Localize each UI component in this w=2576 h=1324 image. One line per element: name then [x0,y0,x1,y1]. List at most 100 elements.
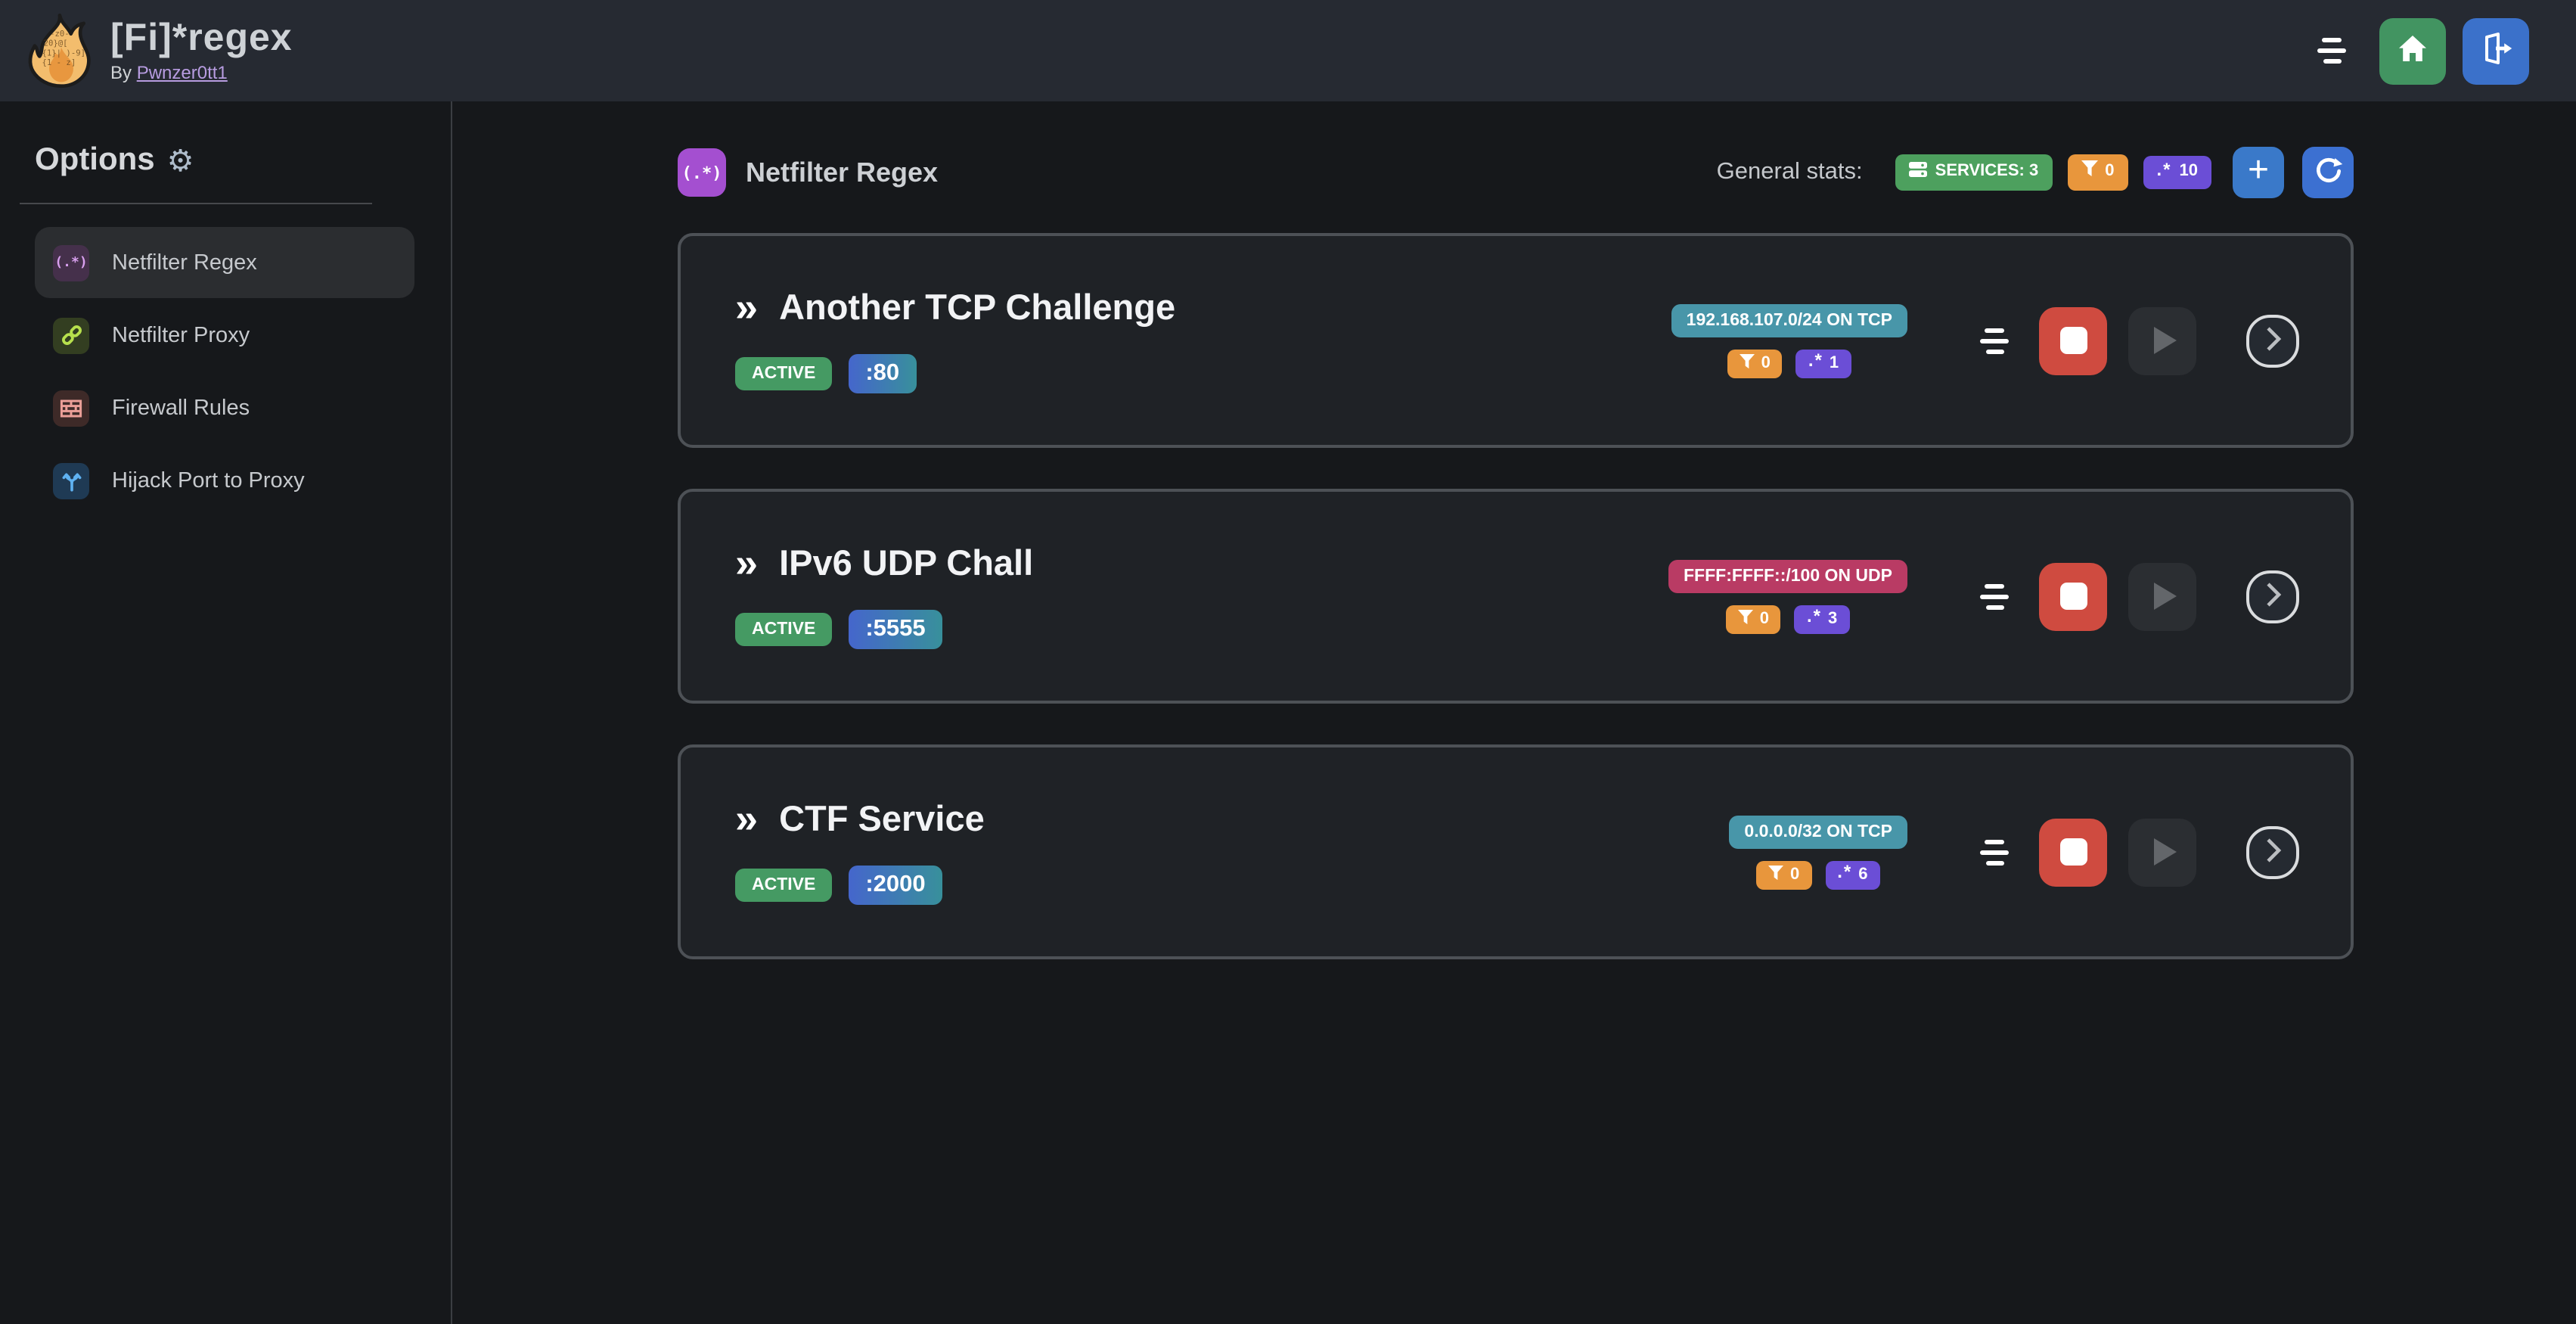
play-icon [2154,583,2177,610]
regex-dot-star-icon: .* [1837,861,1853,883]
chevron-right-icon [2264,836,2282,868]
svg-text:{1}| )-9]: {1}| )-9] [42,48,86,57]
status-badge: ACTIVE [735,613,833,646]
regex-dot-star-icon: .* [2156,159,2172,181]
sidebar-item-label: Hijack Port to Proxy [112,468,305,493]
section-title: Netfilter Regex [746,157,939,187]
refresh-button[interactable] [2302,147,2354,198]
service-card-list: » Another TCP Challenge ACTIVE :80 192.1… [678,233,2354,959]
service-card: » Another TCP Challenge ACTIVE :80 192.1… [678,233,2354,448]
home-button[interactable] [2379,17,2446,84]
filters-count-badge: 0 [2067,154,2128,191]
card-menu-lines-icon[interactable] [1980,583,2009,609]
svg-text:-z0-: -z0- [50,29,70,39]
stop-icon [2059,583,2087,610]
regex-count-badge: .* 3 [1794,605,1850,633]
port-badge: :5555 [849,610,942,649]
stop-service-button[interactable] [2039,306,2107,375]
menu-lines-icon[interactable] [2317,38,2346,64]
filters-count-badge: 0 [1756,860,1812,889]
play-icon [2154,327,2177,354]
author-link[interactable]: Pwnzer0tt1 [136,62,228,84]
split-arrows-icon [53,462,89,499]
sidebar: Options ⚙ (.*) Netfilter Regex [0,101,452,1324]
gear-icon: ⚙ [166,142,194,179]
stats-label: General stats: [1716,159,1863,185]
byline-prefix: By [110,62,132,84]
open-service-button[interactable] [2246,314,2299,367]
service-name: IPv6 UDP Chall [779,543,1034,583]
main-header: (.*) Netfilter Regex General stats: [678,147,2354,198]
sidebar-item-hijack-port[interactable]: Hijack Port to Proxy [35,445,414,516]
double-chevron-icon: » [735,284,759,330]
home-icon [2394,30,2431,71]
proxy-link-icon [53,317,89,353]
regex-count-badge: .* 10 [2143,156,2211,189]
general-stats: General stats: SERVICES: 3 [1717,147,2354,198]
filter-funnel-icon [1768,865,1784,884]
cidr-badge: FFFF:FFFF::/100 ON UDP [1668,559,1907,592]
start-service-button-disabled[interactable] [2128,562,2196,630]
card-menu-lines-icon[interactable] [1980,839,2009,865]
svg-text:20}@[: 20}@[ [44,39,68,48]
service-name: Another TCP Challenge [779,287,1176,327]
services-count-badge: SERVICES: 3 [1895,154,2053,191]
port-badge: :80 [849,354,917,393]
topbar-actions [2317,17,2576,84]
sidebar-heading: Options ⚙ [35,142,414,179]
chevron-right-icon [2264,325,2282,356]
sidebar-heading-label: Options [35,142,155,177]
regex-count-badge: .* 1 [1795,349,1851,378]
filters-count-badge: 0 [1726,605,1781,633]
stop-service-button[interactable] [2039,818,2107,886]
service-name: CTF Service [779,799,985,838]
filter-funnel-icon [2081,160,2098,184]
card-menu-lines-icon[interactable] [1980,328,2009,353]
refresh-icon [2314,156,2342,189]
sidebar-menu: (.*) Netfilter Regex Netfilter Proxy [35,227,414,516]
regex-dot-star-icon: .* [1806,605,1822,627]
double-chevron-icon: » [735,540,759,586]
open-service-button[interactable] [2246,570,2299,623]
byline: By Pwnzer0tt1 [110,63,293,84]
sidebar-item-label: Netfilter Regex [112,250,257,275]
sidebar-item-netfilter-proxy[interactable]: Netfilter Proxy [35,300,414,371]
double-chevron-icon: » [735,796,759,841]
regex-count-badge: .* 6 [1825,860,1880,889]
sidebar-item-netfilter-regex[interactable]: (.*) Netfilter Regex [35,227,414,298]
sidebar-item-label: Firewall Rules [112,396,250,420]
start-service-button-disabled[interactable] [2128,818,2196,886]
stop-icon [2059,327,2087,354]
sidebar-item-label: Netfilter Proxy [112,323,250,347]
filter-funnel-icon [1740,353,1755,373]
cidr-badge: 0.0.0.0/32 ON TCP [1729,815,1907,848]
service-card: » CTF Service ACTIVE :2000 0.0.0.0/32 ON… [678,744,2354,959]
chevron-right-icon [2264,580,2282,612]
server-icon [1909,160,1928,185]
stop-service-button[interactable] [2039,562,2107,630]
add-service-button[interactable]: + [2233,147,2284,198]
logout-button[interactable] [2463,17,2529,84]
sidebar-divider [20,203,372,204]
start-service-button-disabled[interactable] [2128,306,2196,375]
app-title-block: [Fi]*regex By Pwnzer0tt1 [110,16,293,84]
open-service-button[interactable] [2246,825,2299,878]
status-badge: ACTIVE [735,357,833,390]
filters-count-badge: 0 [1727,349,1783,378]
cidr-badge: 192.168.107.0/24 ON TCP [1671,303,1907,337]
regex-icon: (.*) [53,244,89,281]
app-title: [Fi]*regex [110,16,293,59]
regex-section-icon: (.*) [678,148,726,197]
regex-dot-star-icon: .* [1808,350,1823,371]
port-badge: :2000 [849,866,942,905]
top-bar: -z0- 20}@[ {1}| )-9] {1 - z] [Fi]*regex … [0,0,2576,101]
sidebar-item-firewall-rules[interactable]: Firewall Rules [35,372,414,443]
stop-icon [2059,838,2087,866]
svg-text:{1 - z]: {1 - z] [42,57,76,67]
logout-icon [2478,30,2514,71]
service-card: » IPv6 UDP Chall ACTIVE :5555 FFFF:FFFF:… [678,489,2354,704]
flame-logo-icon: -z0- 20}@[ {1}| )-9] {1 - z] [23,12,100,89]
main-content: (.*) Netfilter Regex General stats: [452,101,2576,1324]
filter-funnel-icon [1738,609,1754,629]
